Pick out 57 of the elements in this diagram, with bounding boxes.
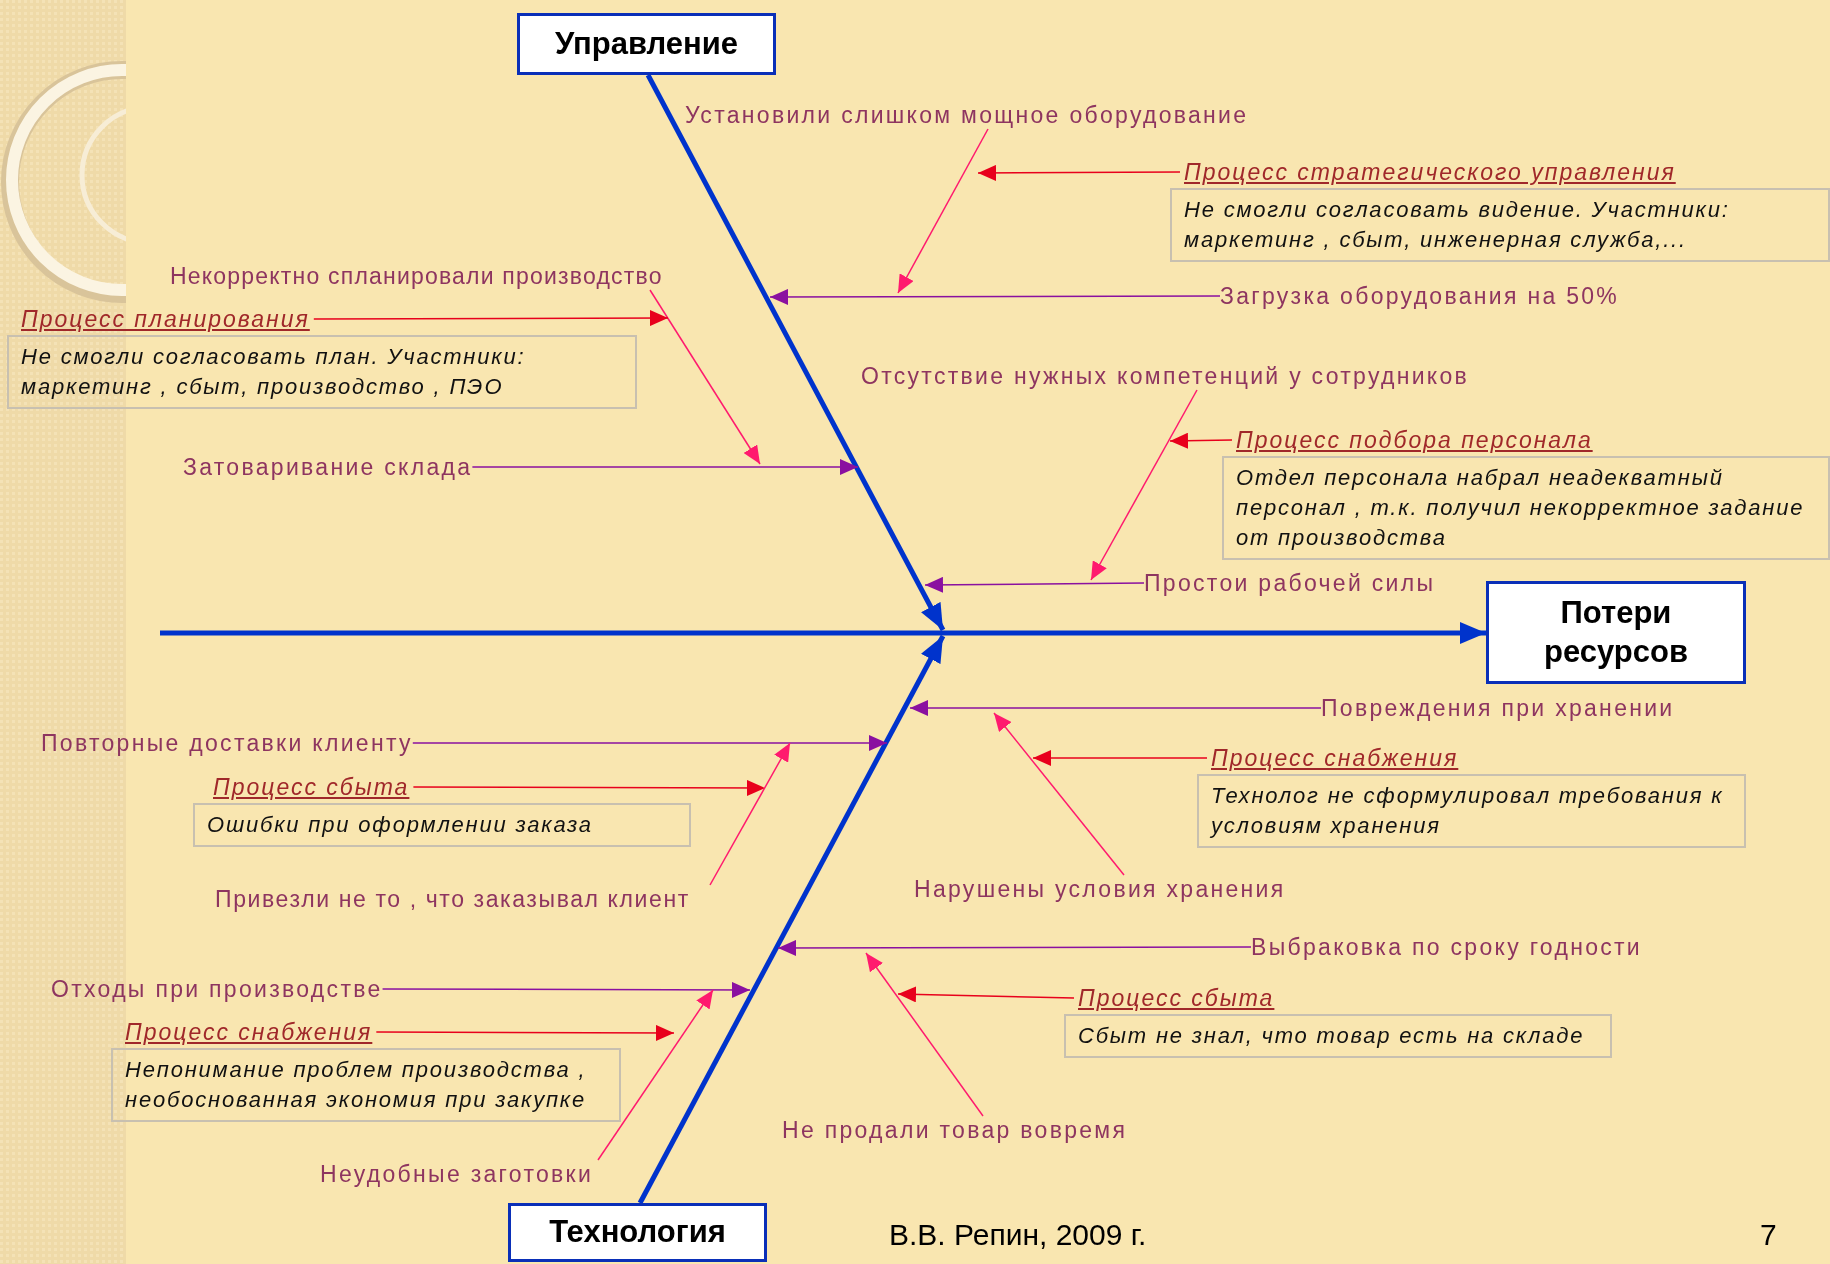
arrow <box>709 742 791 886</box>
arrow <box>412 779 766 796</box>
arrow <box>777 939 1252 956</box>
cause-label: Привезли не то , что заказывал клиент <box>215 885 690 913</box>
arrow <box>471 459 859 475</box>
cause-label: Отходы при производстве <box>51 975 383 1003</box>
arrow <box>597 989 714 1161</box>
process-heading: Процесс планирования <box>21 305 310 333</box>
process-heading: Процесс подбора персонала <box>1236 426 1593 454</box>
footer-text: В.В. Репин, 2009 г. <box>889 1218 1147 1252</box>
arrow <box>1032 750 1208 766</box>
bone-arrow <box>645 73 946 632</box>
arrow <box>924 576 1145 593</box>
arrow <box>769 288 1221 305</box>
note-box: Непонимание проблем производства , необоснованная экономия при закупке <box>111 1048 621 1122</box>
cause-label: Загрузка оборудования на 50% <box>1220 282 1620 310</box>
cause-label: Повреждения при хранении <box>1321 694 1675 722</box>
cause-label: Некорректно спланировали производство <box>170 262 663 290</box>
arrow <box>313 310 669 327</box>
cause-label: Повторные доставки клиенту <box>41 729 413 757</box>
note-box: Не смогли согласовать видение. Участники: маркетинг , сбыт, инженерная служба,... <box>1170 188 1830 262</box>
category-box: Потери ресурсов <box>1486 581 1746 684</box>
process-heading: Процесс сбыта <box>1078 984 1275 1012</box>
arrow <box>897 986 1075 1003</box>
process-heading: Процесс стратегического управления <box>1184 158 1676 186</box>
cause-label: Установили слишком мощное оборудование <box>685 101 1249 129</box>
category-box: Технология <box>508 1203 767 1262</box>
note-box: Технолог не сформулировал требования к условиям хранения <box>1197 774 1746 848</box>
cause-label: Не продали товар вовремя <box>782 1116 1128 1144</box>
cause-label: Затоваривание склада <box>183 453 473 481</box>
arrow <box>1090 389 1198 581</box>
page-number: 7 <box>1760 1218 1777 1252</box>
process-heading: Процесс снабжения <box>125 1018 373 1046</box>
arrow <box>977 164 1181 181</box>
cause-label: Отсутствие нужных компетенций у сотрудников <box>861 362 1470 390</box>
bone-arrow <box>637 634 946 1205</box>
arrow <box>381 981 751 998</box>
arrow <box>1169 432 1233 449</box>
arrow <box>909 700 1322 716</box>
note-box: Сбыт не знал, что товар есть на складе <box>1064 1014 1612 1058</box>
arrow <box>993 712 1125 876</box>
cause-label: Простои рабочей силы <box>1144 569 1436 597</box>
bone-arrow <box>160 622 1486 644</box>
note-box: Ошибки при оформлении заказа <box>193 803 691 847</box>
cause-label: Нарушены условия хранения <box>914 875 1286 903</box>
arrow <box>375 1024 675 1041</box>
arrow <box>897 128 989 294</box>
note-box: Отдел персонала набрал неадекватный персонал , т.к. получил некорректное задание от производства <box>1222 456 1830 560</box>
note-box: Не смогли согласовать план. Участники: маркетинг , сбыт, производство , ПЭО <box>7 335 637 409</box>
process-heading: Процесс сбыта <box>213 773 410 801</box>
arrow <box>412 735 888 751</box>
cause-label: Выбраковка по сроку годности <box>1251 933 1642 961</box>
arrow <box>865 952 984 1117</box>
process-heading: Процесс снабжения <box>1211 744 1459 772</box>
arrow <box>649 289 761 465</box>
cause-label: Неудобные заготовки <box>320 1160 594 1188</box>
category-box: Управление <box>517 13 776 75</box>
